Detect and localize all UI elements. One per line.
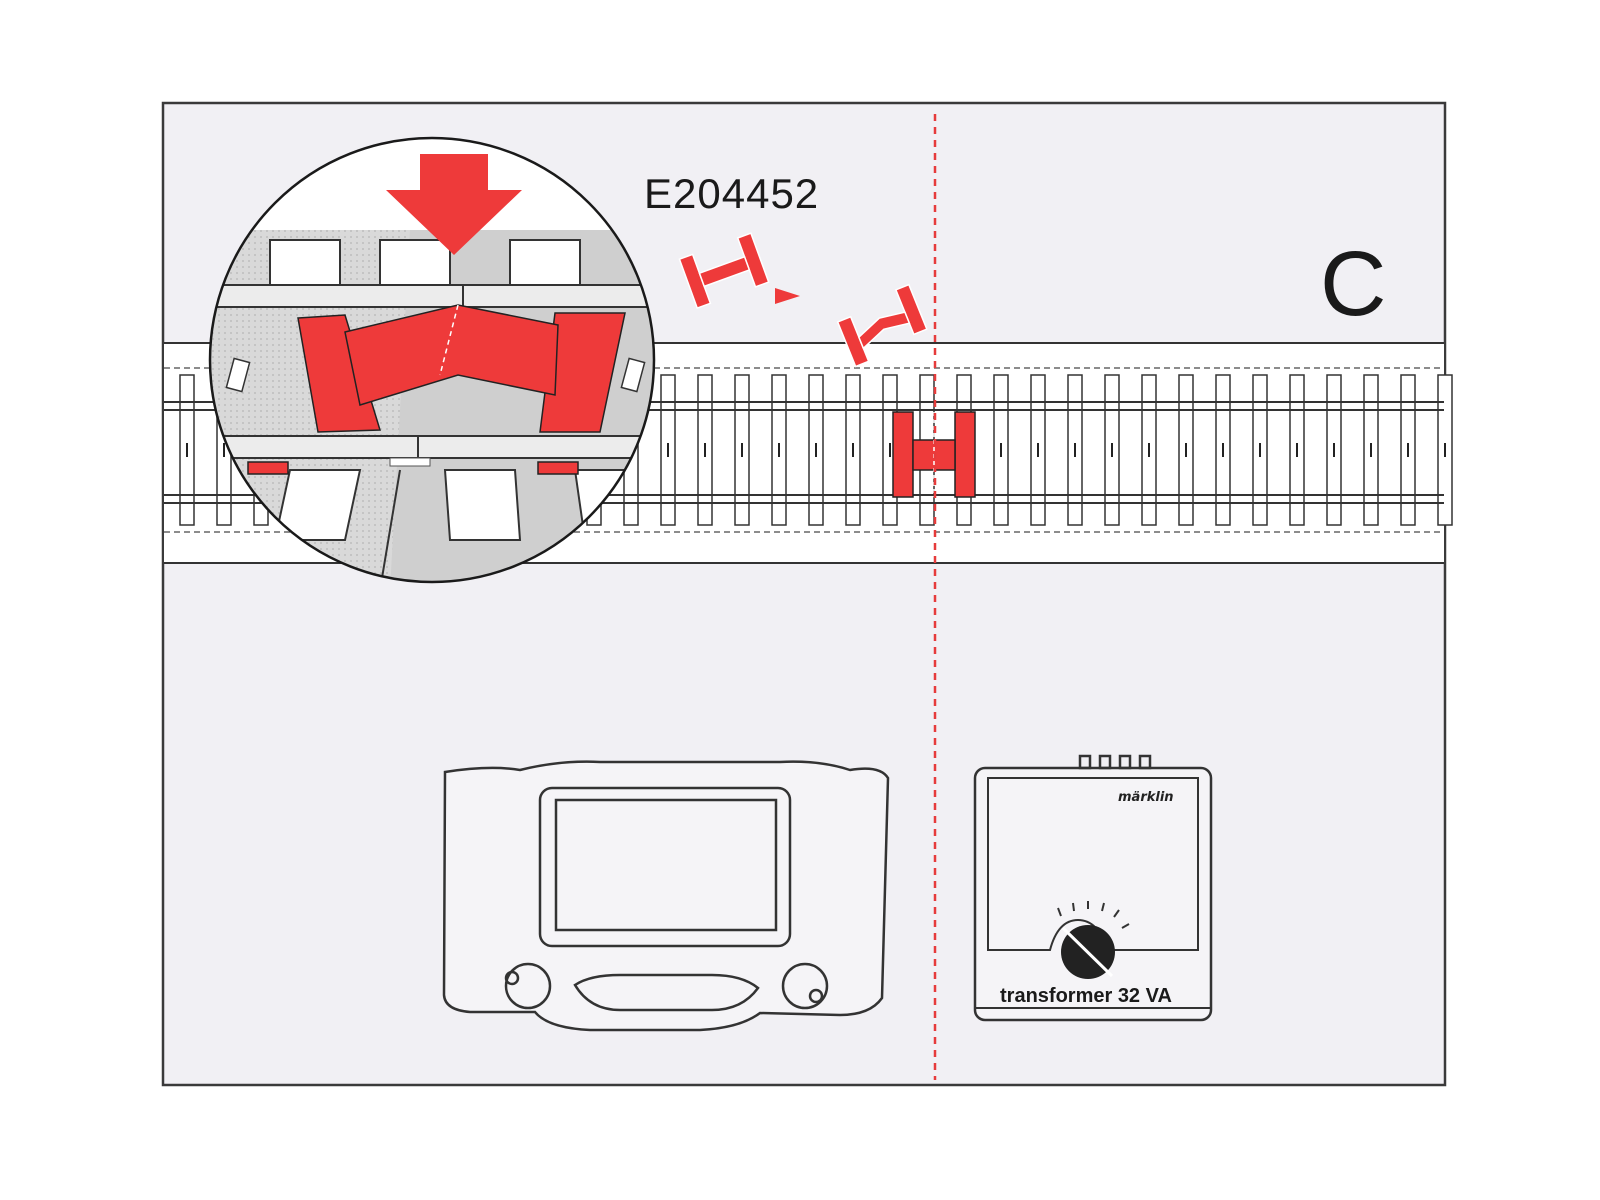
section-letter: C bbox=[1320, 233, 1387, 335]
speed-knob-icon bbox=[1057, 901, 1130, 979]
track-clip-after-icon bbox=[836, 283, 928, 368]
part-number: E204452 bbox=[644, 170, 820, 217]
transformer-icon bbox=[973, 754, 1213, 1022]
arrow-down-icon bbox=[386, 154, 522, 255]
magnifier-circle-icon bbox=[208, 136, 656, 584]
transformer-brand-logo: märklin bbox=[1118, 790, 1174, 805]
control-unit-icon bbox=[442, 760, 890, 1032]
transformer-label: transformer 32 VA bbox=[1000, 985, 1172, 1007]
arrow-right-icon bbox=[775, 288, 800, 304]
track-clip-before-icon bbox=[678, 232, 770, 310]
